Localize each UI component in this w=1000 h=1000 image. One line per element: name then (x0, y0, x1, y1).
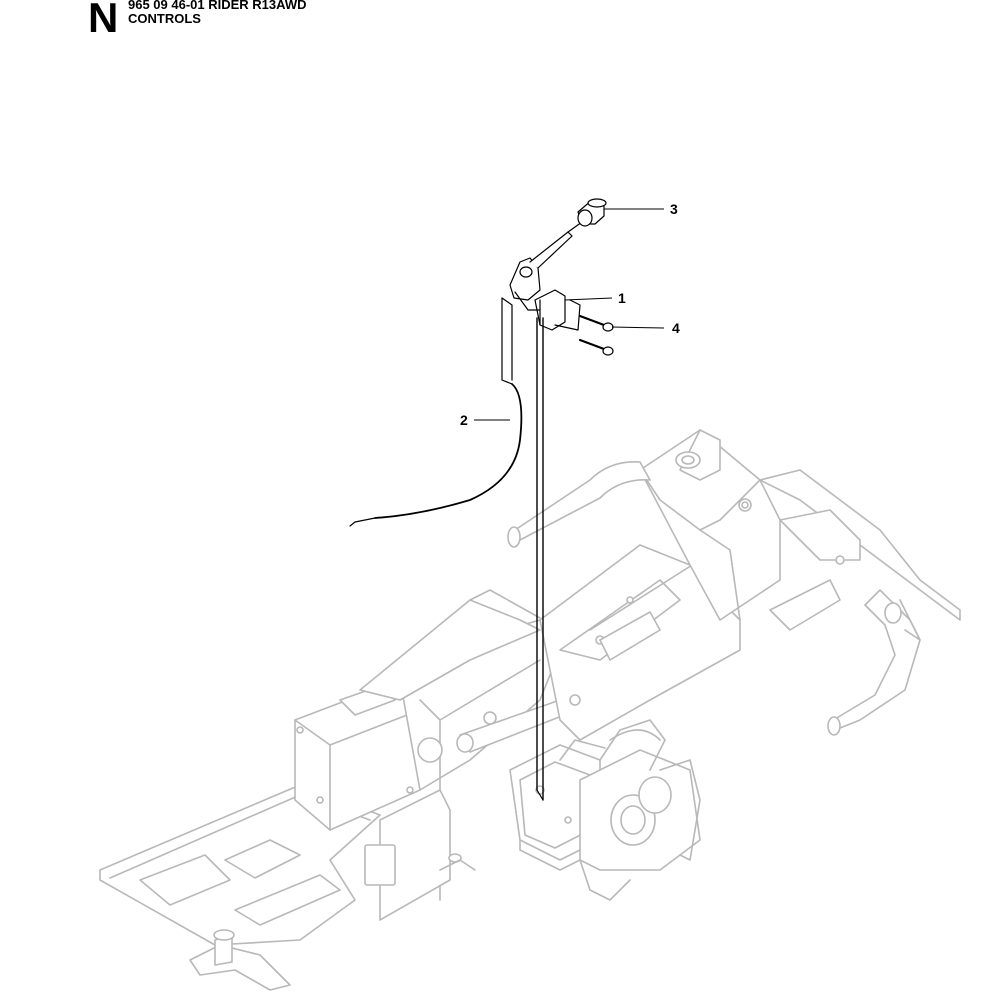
callout-leader-4 (611, 326, 665, 329)
callout-2: 2 (460, 412, 468, 428)
screw-lower (578, 338, 614, 356)
throttle-knob (577, 198, 607, 227)
model-title: 965 09 46-01 RIDER R13AWD (128, 0, 307, 12)
callout-leader-1 (564, 297, 613, 301)
callout-1: 1 (618, 290, 626, 306)
tractor-frame (99, 429, 961, 991)
callout-4: 4 (672, 320, 680, 336)
callout-3: 3 (670, 201, 678, 217)
lever-arm (529, 231, 573, 269)
callouts (474, 208, 665, 421)
title-block: 965 09 46-01 RIDER R13AWD CONTROLS (128, 0, 306, 26)
choke-cable (374, 383, 523, 519)
lever-body (509, 257, 541, 301)
section-letter: N (88, 0, 119, 41)
section-title: CONTROLS (128, 11, 201, 26)
screw-upper (578, 314, 614, 332)
control-assembly (349, 198, 614, 801)
